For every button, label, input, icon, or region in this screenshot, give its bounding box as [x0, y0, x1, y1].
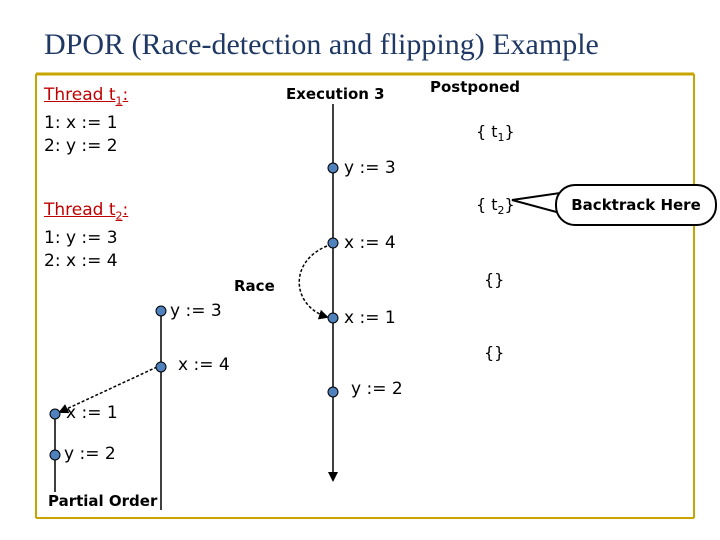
partial-order-dependency-arrow: [58, 366, 158, 414]
partial-order-node-2: [155, 361, 167, 373]
postponed-set-1: { t1}: [476, 122, 515, 145]
thread2-line2: 2: x := 4: [44, 251, 118, 272]
thread2-heading: Thread t2:: [44, 200, 129, 223]
partial-order-event-1: y := 3: [170, 301, 222, 321]
execution-node-3: [327, 312, 339, 324]
partial-order-node-3: [49, 408, 61, 420]
thread2-line1: 1: y := 3: [44, 228, 118, 249]
execution-event-1: y := 3: [344, 158, 396, 178]
race-label: Race: [234, 277, 275, 295]
backtrack-callout: Backtrack Here: [555, 184, 717, 226]
partial-order-event-2: x := 4: [178, 355, 230, 375]
execution-heading: Execution 3: [286, 85, 385, 103]
partial-order-node-1: [155, 305, 167, 317]
partial-order-label: Partial Order: [48, 492, 158, 510]
thread1-heading: Thread t1:: [44, 85, 129, 108]
race-arrow: [298, 245, 329, 320]
partial-order-event-3: x := 1: [66, 403, 118, 423]
execution-node-1: [327, 162, 339, 174]
postponed-set-2: { t2}: [476, 195, 515, 218]
thread2-block: Thread t2: 1: y := 3 2: x := 4: [44, 199, 128, 273]
page-title: DPOR (Race-detection and flipping) Examp…: [44, 28, 599, 61]
execution-node-4: [327, 386, 339, 398]
partial-order-node-4: [49, 449, 61, 461]
thread1-line1: 1: x := 1: [44, 113, 118, 134]
execution-node-2: [327, 237, 339, 249]
postponed-set-4: {}: [484, 343, 505, 362]
execution-event-3: x := 1: [344, 308, 396, 328]
thread1-line2: 2: y := 2: [44, 136, 118, 157]
postponed-heading: Postponed: [430, 78, 521, 96]
execution-event-4: y := 2: [351, 379, 403, 399]
partial-order-event-4: y := 2: [64, 444, 116, 464]
callout-pointer: [511, 191, 561, 215]
execution-event-2: x := 4: [344, 233, 396, 253]
thread1-block: Thread t1: 1: x := 1 2: y := 2: [44, 84, 128, 158]
postponed-set-3: {}: [484, 270, 505, 289]
